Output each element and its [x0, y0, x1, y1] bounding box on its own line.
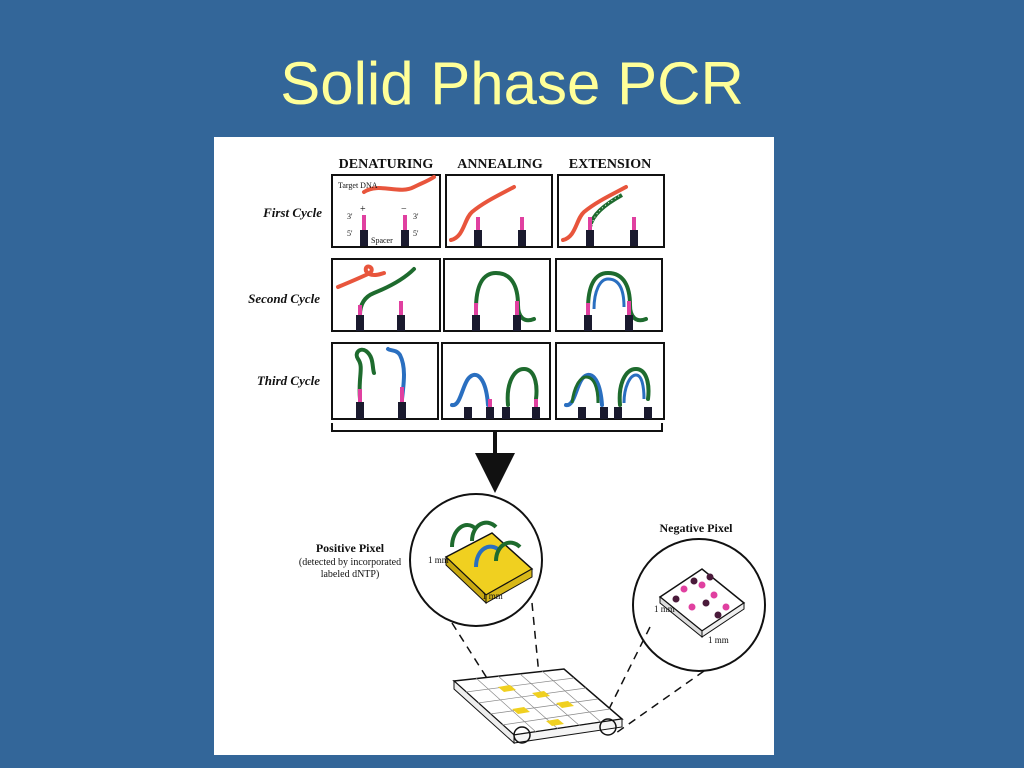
panel-second-denaturing [331, 258, 441, 332]
panel-first-extension [557, 174, 665, 248]
row-label-third-cycle: Third Cycle [257, 373, 320, 388]
bracket [331, 423, 663, 432]
negative-dim-vertical: 1 mm [654, 604, 675, 614]
column-header-annealing: ANNEALING [457, 157, 543, 172]
panel-second-annealing [443, 258, 551, 332]
label-three-prime-left: 3' [347, 212, 353, 221]
panel-third-annealing [441, 342, 551, 420]
label-target-dna: Target DNA [338, 181, 378, 190]
row-label-second-cycle: Second Cycle [248, 291, 320, 306]
panel-third-extension [555, 342, 665, 420]
slide-title: Solid Phase PCR [280, 50, 744, 117]
positive-pixel-title: Positive Pixel [316, 541, 385, 555]
label-minus: − [401, 204, 407, 215]
panel-first-denaturing: Target DNA + − 3' 3' 5' 5' Spacer [331, 174, 441, 248]
negative-dim-horizontal: 1 mm [708, 635, 729, 645]
negative-pixel-title: Negative Pixel [660, 521, 734, 535]
panel-second-extension [555, 258, 663, 332]
panel-third-denaturing [331, 342, 439, 420]
positive-pixel-magnifier: 1 mm 1 mm [409, 493, 543, 627]
microarray-chip [452, 668, 624, 745]
negative-pixel-magnifier: 1 mm 1 mm [632, 538, 766, 672]
label-plus: + [360, 204, 366, 215]
label-five-prime-left: 5' [347, 229, 353, 238]
positive-dim-horizontal: 1 mm [482, 591, 503, 601]
pcr-figure: DENATURING ANNEALING EXTENSION First Cyc… [214, 137, 774, 755]
label-three-prime-right: 3' [413, 212, 419, 221]
panel-first-annealing [445, 174, 553, 248]
positive-pixel-line2: labeled dNTP) [321, 569, 380, 580]
column-header-extension: EXTENSION [569, 157, 651, 172]
pcr-diagram-svg: DENATURING ANNEALING EXTENSION First Cyc… [248, 157, 766, 745]
label-spacer: Spacer [371, 236, 393, 245]
positive-pixel-line1: (detected by incorporated [299, 557, 401, 568]
column-header-denaturing: DENATURING [339, 157, 434, 172]
label-five-prime-right: 5' [413, 229, 419, 238]
positive-dim-vertical: 1 mm [428, 555, 449, 565]
row-label-first-cycle: First Cycle [262, 205, 322, 220]
